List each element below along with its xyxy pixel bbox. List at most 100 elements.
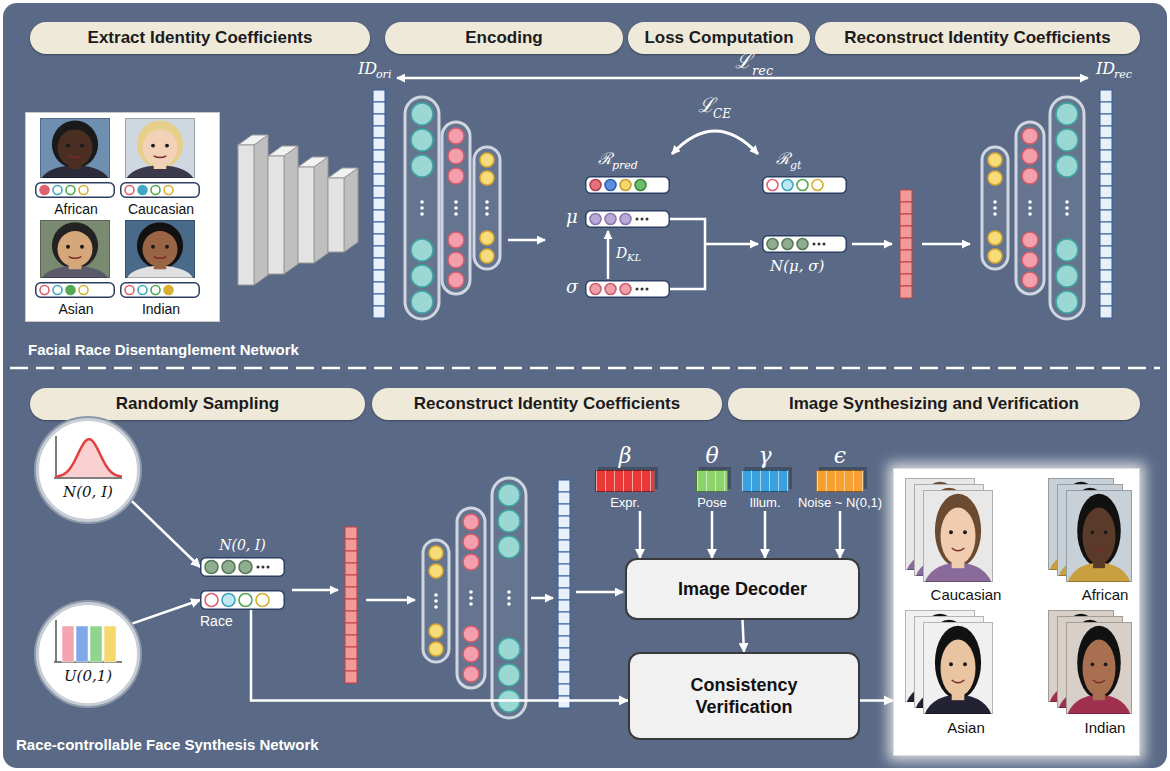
vector-row [586,177,670,194]
vector-element [620,214,631,225]
vector-row [36,183,115,198]
vector-cell [373,234,385,246]
neuron [1056,103,1078,125]
eye [949,662,953,666]
vector-cell [373,282,385,294]
ellipsis-dot [1028,200,1032,204]
neuron [429,564,443,578]
face-photo [1066,622,1132,714]
vector-cell [558,576,570,588]
eye [151,245,155,249]
flow-arrow [576,591,623,594]
layer-capsule [442,122,470,294]
neuron [411,239,433,261]
vector-element [782,180,793,191]
neuron [1022,168,1038,184]
neuron [498,638,520,660]
cnn-slab-side [344,168,358,252]
vector-element [605,180,616,191]
face-photo [923,490,993,582]
math-symbol: ℛ [776,150,790,168]
vector-cell [345,527,357,539]
vector-cell [373,138,385,150]
neuron [988,171,1002,185]
math-symbol: ID [358,60,377,78]
vector-element [767,180,778,191]
vector-row [121,283,200,298]
layer-capsule [492,478,526,718]
neuron [480,231,494,245]
mouth [154,257,167,259]
ellipsis-dot [485,212,489,216]
photo-frame [924,623,993,714]
flow-arrow [508,239,545,242]
eye [80,245,84,249]
vector-cell [1100,174,1112,186]
photo-frame [1067,491,1132,582]
layer-capsule [1050,97,1084,319]
symbol-label: γ [758,444,771,468]
vector-cell [345,671,357,683]
cnn-slab-side [254,135,268,285]
vector-cell [558,648,570,660]
photo-frame [924,491,993,582]
vector-label: N(0, I) [219,536,266,554]
ellipsis-dot [636,218,639,221]
vector-cell [900,226,912,238]
photo-background [923,490,993,582]
header-text: Image Synthesizing and Verification [789,394,1079,414]
vector-row [763,236,847,253]
race-label: Asian [947,719,985,736]
ellipsis-dot [636,288,639,291]
vector-element [164,286,173,295]
connector-arrow [251,610,628,700]
cnn-slab-front [238,145,254,285]
hair [52,120,98,168]
section-divider [10,367,1160,370]
stage-header: Reconstruct Identity Coefficients [372,388,722,420]
cnn-slab-front [328,178,344,252]
vector-cell [345,623,357,635]
math-symbol: ℒ [735,50,752,73]
uniform-bar [90,626,102,662]
vector-cell [373,306,385,318]
flow-arrow [705,243,758,246]
coefficient-block [595,470,655,492]
vector-element [164,186,173,195]
face-photo [923,622,993,714]
header-text: Reconstruct Identity Coefficients [414,394,680,414]
eye [1104,662,1108,666]
merge-line [670,219,705,289]
neuron [411,155,433,177]
vector-element [138,286,147,295]
eye [66,245,70,249]
vector-cell [558,564,570,576]
eye [1091,662,1095,666]
vector-cell [558,624,570,636]
neuron [448,232,464,248]
mouth [952,548,965,551]
vector-cell [1100,102,1112,114]
connector-arrow [711,511,714,558]
cnn-slab-front [268,156,284,274]
connector-arrow [839,511,842,558]
connector-arrow [131,600,200,624]
box-text: Consistency Verification [679,674,809,719]
vector-element [620,284,631,295]
flow-arrow [397,77,1088,80]
photo-frame [41,119,110,178]
math-symbol: rec [752,63,773,78]
vector-cell [1100,198,1112,210]
photo-background [1066,622,1132,714]
eye [151,144,155,148]
vector-element [239,561,252,574]
neuron [429,546,443,560]
face-illustration [893,468,1140,756]
eye [963,530,967,534]
neuron [480,153,494,167]
head [941,507,976,564]
neuron [498,536,520,558]
vector-element [239,594,252,607]
vector-element [40,186,49,195]
vector-cell [345,551,357,563]
